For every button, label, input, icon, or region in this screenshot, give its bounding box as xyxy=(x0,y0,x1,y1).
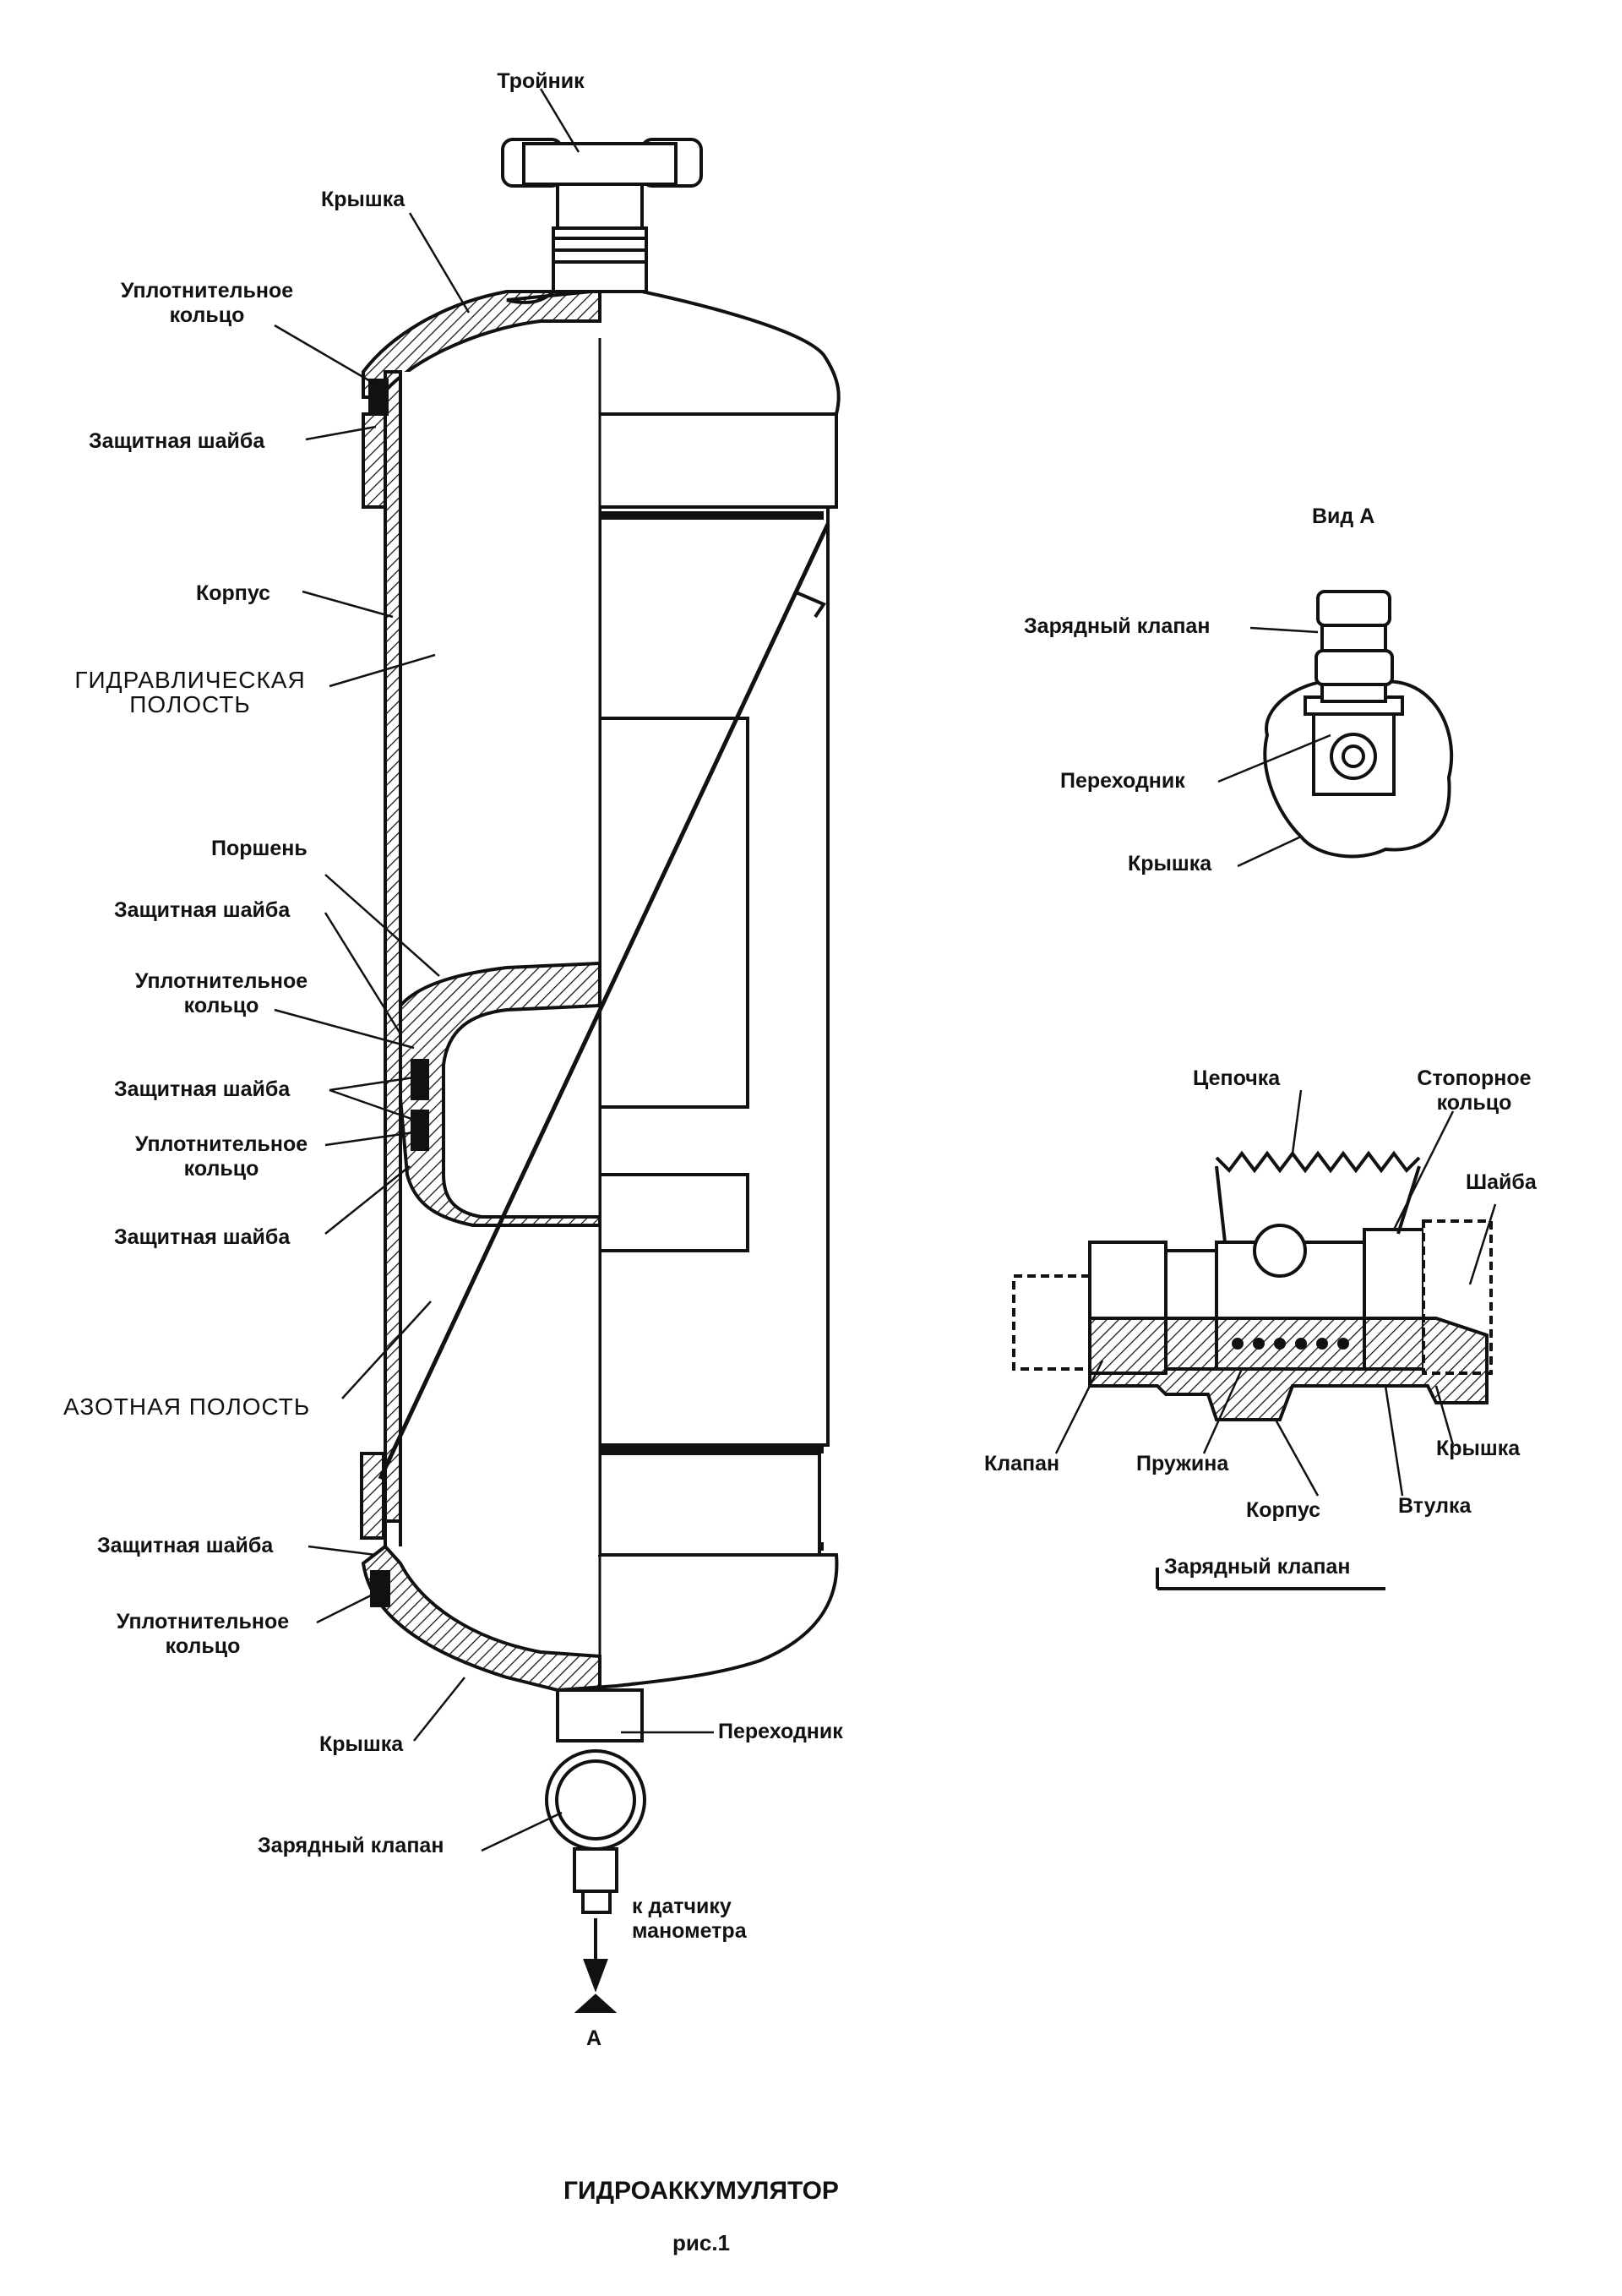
bottom-cap-outer xyxy=(557,1553,839,1692)
label-zasch-shaiba-1: Защитная шайба xyxy=(89,429,265,453)
valve-detail-drawing xyxy=(1012,1150,1493,1421)
view-a-drawing xyxy=(1263,590,1454,859)
valve-label-stopornoe-koltso: Стопорное кольцо xyxy=(1417,1066,1532,1115)
valve-chain xyxy=(1215,1150,1421,1174)
label-uplot-ring-1: Уплотнительное кольцо xyxy=(120,279,294,327)
tee-fitting xyxy=(501,138,703,293)
label-perekhodnik: Переходник xyxy=(718,1720,843,1743)
view-a-label-zaryadny-klapan: Зарядный клапан xyxy=(1024,614,1211,638)
body-right-outline xyxy=(600,412,838,509)
valve-label-tsepochka: Цепочка xyxy=(1193,1066,1281,1090)
view-a-marker xyxy=(574,1993,618,2013)
label-uplot-ring-3: Уплотнительное кольцо xyxy=(134,1132,308,1181)
accumulator-main xyxy=(360,138,841,2013)
label-uplot-ring-4: Уплотнительное кольцо xyxy=(116,1610,290,1658)
leader-lines-valve xyxy=(1054,1089,1497,1590)
label-troinik: Тройник xyxy=(497,69,585,93)
figure-title: ГИДРОАККУМУЛЯТОР xyxy=(563,2177,839,2205)
label-zasch-shaiba-4: Защитная шайба xyxy=(114,1225,291,1249)
label-view-a-marker: А xyxy=(585,2026,602,2050)
valve-label-vtulka: Втулка xyxy=(1398,1494,1472,1518)
valve-label-korpus: Корпус xyxy=(1246,1498,1321,1522)
label-zasch-shaiba-2: Защитная шайба xyxy=(114,898,291,922)
valve-label-pruzhina: Пружина xyxy=(1136,1452,1229,1475)
view-a-label-perekhodnik: Переходник xyxy=(1060,769,1185,793)
valve-label-kryshka: Крышка xyxy=(1436,1437,1521,1460)
piston-section xyxy=(399,961,601,1227)
label-zasch-shaiba-5: Защитная шайба xyxy=(97,1534,274,1557)
label-zasch-shaiba-3: Защитная шайба xyxy=(114,1077,291,1101)
diagonal-chain xyxy=(378,522,830,1481)
label-gidr-polost: ГИДРАВЛИЧЕСКАЯ ПОЛОСТЬ xyxy=(74,667,306,717)
leader-lines-main xyxy=(274,88,714,1852)
valve-label-klapan: Клапан xyxy=(984,1452,1060,1475)
label-porshen: Поршень xyxy=(211,837,308,860)
charge-valve-circle xyxy=(545,1749,646,1851)
label-zaryadny-klapan: Зарядный клапан xyxy=(258,1834,444,1857)
label-azot-polost: АЗОТНАЯ ПОЛОСТЬ xyxy=(63,1393,311,1420)
label-uplot-ring-2: Уплотнительное кольцо xyxy=(134,969,308,1017)
label-k-datchiku: к датчику манометра xyxy=(632,1895,747,1943)
valve-label-shaiba: Шайба xyxy=(1466,1170,1537,1194)
view-a-label-kryshka: Крышка xyxy=(1128,852,1212,875)
leader-lines-view-a xyxy=(1217,626,1331,868)
bottom-cap-section xyxy=(361,1544,601,1692)
figure-number: рис.1 xyxy=(672,2230,731,2255)
valve-detail-title: Зарядный клапан xyxy=(1164,1555,1351,1579)
label-kryshka-top: Крышка xyxy=(321,188,406,211)
label-korpus: Корпус xyxy=(196,581,271,605)
view-a-title: Вид А xyxy=(1312,504,1375,528)
label-kryshka-bottom: Крышка xyxy=(319,1732,404,1756)
